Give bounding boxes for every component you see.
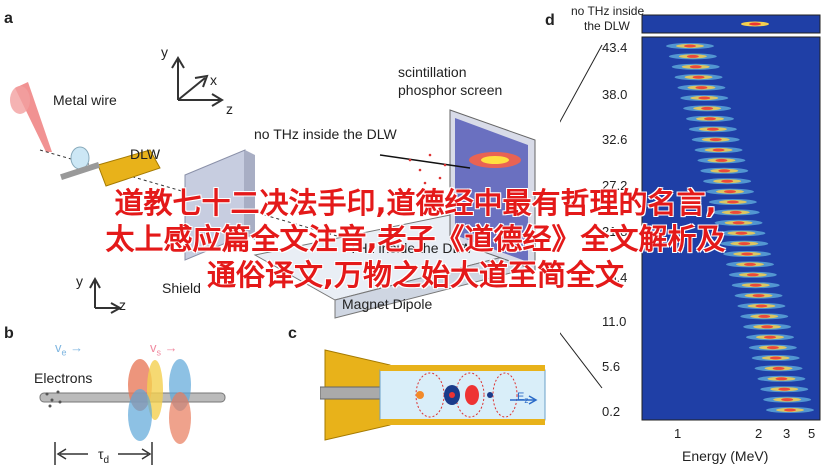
heatmap-feature	[761, 325, 774, 329]
heatmap-feature	[686, 54, 699, 58]
x-axis-label: Energy (MeV)	[682, 448, 769, 464]
heatmap-feature	[724, 190, 736, 194]
overlay-line: 道教七十二决法手印,道德经中最有哲理的名言,	[114, 186, 717, 220]
heatmap-feature	[744, 262, 756, 266]
y-tick-label: 11.0	[602, 314, 627, 329]
panel-d-heatmap	[560, 14, 821, 421]
dlw-label: DLW	[130, 146, 161, 162]
vs-label: vs →	[150, 340, 178, 358]
heatmap-feature	[741, 252, 754, 256]
heatmap-feature	[738, 242, 751, 246]
y-tick-label: 32.6	[602, 132, 628, 147]
y-tick-label: 0.2	[602, 404, 621, 419]
axis2-z-label: z	[119, 297, 126, 313]
panel-a-label: a	[4, 10, 13, 27]
heatmap-feature	[726, 200, 739, 204]
heatmap-feature	[758, 314, 771, 318]
heatmap-feature	[746, 273, 759, 277]
axes-icon	[171, 56, 224, 107]
heatmap-feature	[718, 169, 731, 173]
heatmap-feature	[692, 75, 705, 79]
heatmap-feature	[706, 127, 719, 131]
heatmap-feature	[709, 138, 722, 142]
x-tick-label: 2	[755, 426, 763, 441]
y-tick-label: 38.0	[602, 87, 628, 102]
overlay-watermark-text: 道教七十二决法手印,道德经中最有哲理的名言,太上感应篇全文注音,老子《道德经》全…	[0, 185, 831, 293]
heatmap-feature	[704, 117, 716, 121]
heatmap-feature	[689, 65, 702, 69]
panel-c-label: c	[288, 325, 297, 342]
y-tick-label: 43.4	[602, 40, 628, 55]
inset-label-1: no THz inside	[571, 4, 645, 18]
phosphor-screen-label: phosphor screen	[398, 82, 503, 98]
panel-c-illustration	[320, 349, 546, 441]
axis2-y-label: y	[76, 273, 83, 289]
heatmap-feature	[698, 96, 711, 100]
x-tick-label: 3	[783, 426, 791, 441]
heatmap-feature	[715, 158, 728, 162]
y-tick-label: 16.4	[602, 270, 628, 285]
heatmap-feature	[784, 408, 796, 412]
heatmap-feature	[729, 210, 742, 214]
electrons-label: Electrons	[34, 370, 93, 386]
panel-b-illustration	[39, 359, 226, 465]
inset-label-2: the DLW	[584, 19, 630, 33]
heatmap-feature	[732, 221, 745, 225]
panel-a-illustration	[10, 56, 536, 319]
panel-b-label: b	[4, 325, 14, 342]
ez-label: Ez	[517, 391, 529, 406]
dlw-tube	[97, 149, 161, 187]
axis-z-label: z	[226, 101, 233, 117]
overlay-line: 通俗译文,万物之始大道至简全文	[206, 258, 625, 292]
heatmap-feature	[695, 86, 708, 90]
heatmap-feature	[735, 231, 748, 235]
shield-label: Shield	[162, 280, 201, 296]
no-thz-label: no THz inside the DLW	[254, 126, 397, 142]
panel-d-label: d	[545, 12, 555, 29]
ve-label: ve →	[55, 340, 84, 358]
x-tick-label: 1	[674, 426, 682, 441]
heatmap-feature	[749, 283, 762, 287]
y-tick-label: 5.6	[602, 359, 621, 374]
overlay-line: 太上感应篇全文注音,老子《道德经》全文解析及	[105, 222, 726, 256]
y-tick-label: 21.8	[602, 224, 628, 239]
heatmap-feature	[766, 346, 779, 350]
heatmap-feature	[755, 304, 768, 308]
thz-inside-label: THz inside the DLW	[349, 240, 473, 256]
x-tick-label: 5	[808, 426, 816, 441]
heatmap-feature	[684, 44, 696, 48]
heatmap-feature	[721, 179, 734, 183]
metal-wire-label: Metal wire	[53, 92, 117, 108]
axis-y-label: y	[161, 44, 168, 60]
heatmap-feature	[772, 366, 785, 370]
heatmap-feature	[769, 356, 782, 360]
heatmap-feature	[764, 335, 776, 339]
heatmap-feature	[778, 387, 791, 391]
heatmap-feature	[712, 148, 725, 152]
heatmap-feature	[775, 377, 788, 381]
axis-x-label: x	[210, 72, 217, 88]
scintillation-label: scintillation	[398, 64, 467, 80]
heatmap-feature	[701, 106, 714, 110]
tau-label: τd	[98, 446, 110, 466]
heatmap-feature	[752, 294, 765, 298]
heatmap-feature	[781, 398, 794, 402]
y-tick-label: 27.2	[602, 178, 628, 193]
magnet-dipole-label: Magnet Dipole	[342, 296, 433, 312]
